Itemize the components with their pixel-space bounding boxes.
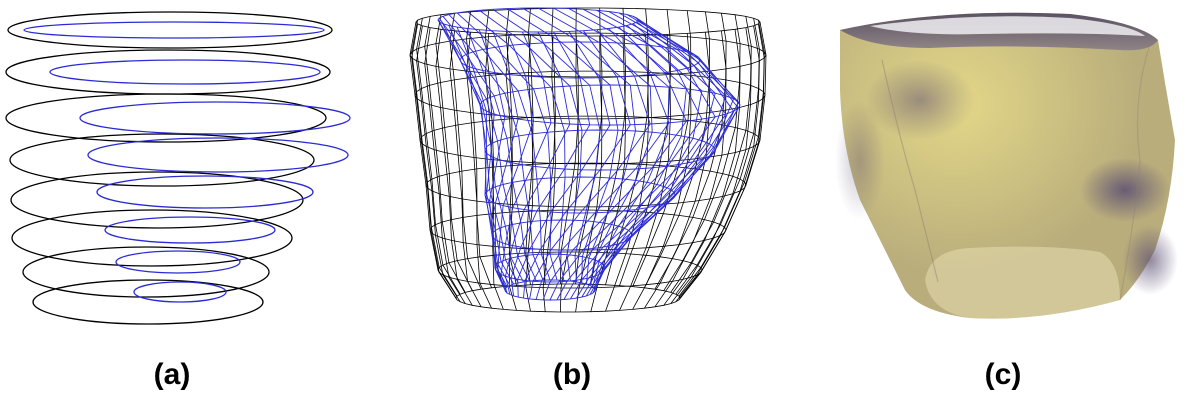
inner-contour-8	[134, 282, 226, 302]
contour-stack-figure	[0, 0, 360, 340]
surface-base	[925, 247, 1120, 319]
inner-meridian-25	[457, 13, 557, 280]
outer-contour-8	[33, 280, 263, 324]
inner-meridian-32	[554, 8, 669, 287]
inner-ring-2	[460, 42, 700, 78]
outer-meridian-3	[676, 26, 760, 302]
inner-contour-3	[80, 102, 350, 134]
inner-meridian-30	[522, 8, 635, 284]
outer-ring-2	[410, 33, 766, 77]
inner-contour-4	[88, 138, 348, 172]
inner-contour-1	[24, 22, 324, 38]
caption-a: (a)	[122, 358, 222, 392]
outer-contour-2	[6, 50, 330, 94]
wireframe-mesh-drawing	[400, 0, 790, 340]
outer-contour-3	[6, 94, 326, 142]
contour-stack-drawing	[0, 0, 360, 340]
caption-b: (b)	[522, 358, 622, 392]
shaded-surface-drawing	[820, 0, 1196, 340]
outer-meridian-46	[679, 20, 764, 296]
caption-c: (c)	[953, 358, 1053, 392]
shaded-surface-figure	[820, 0, 1196, 340]
wireframe-mesh-figure	[400, 0, 790, 340]
outer-contour-1	[8, 12, 332, 48]
inner-contour-5	[97, 176, 313, 208]
inner-contour-2	[50, 60, 320, 84]
inner-contour-6	[105, 217, 275, 243]
